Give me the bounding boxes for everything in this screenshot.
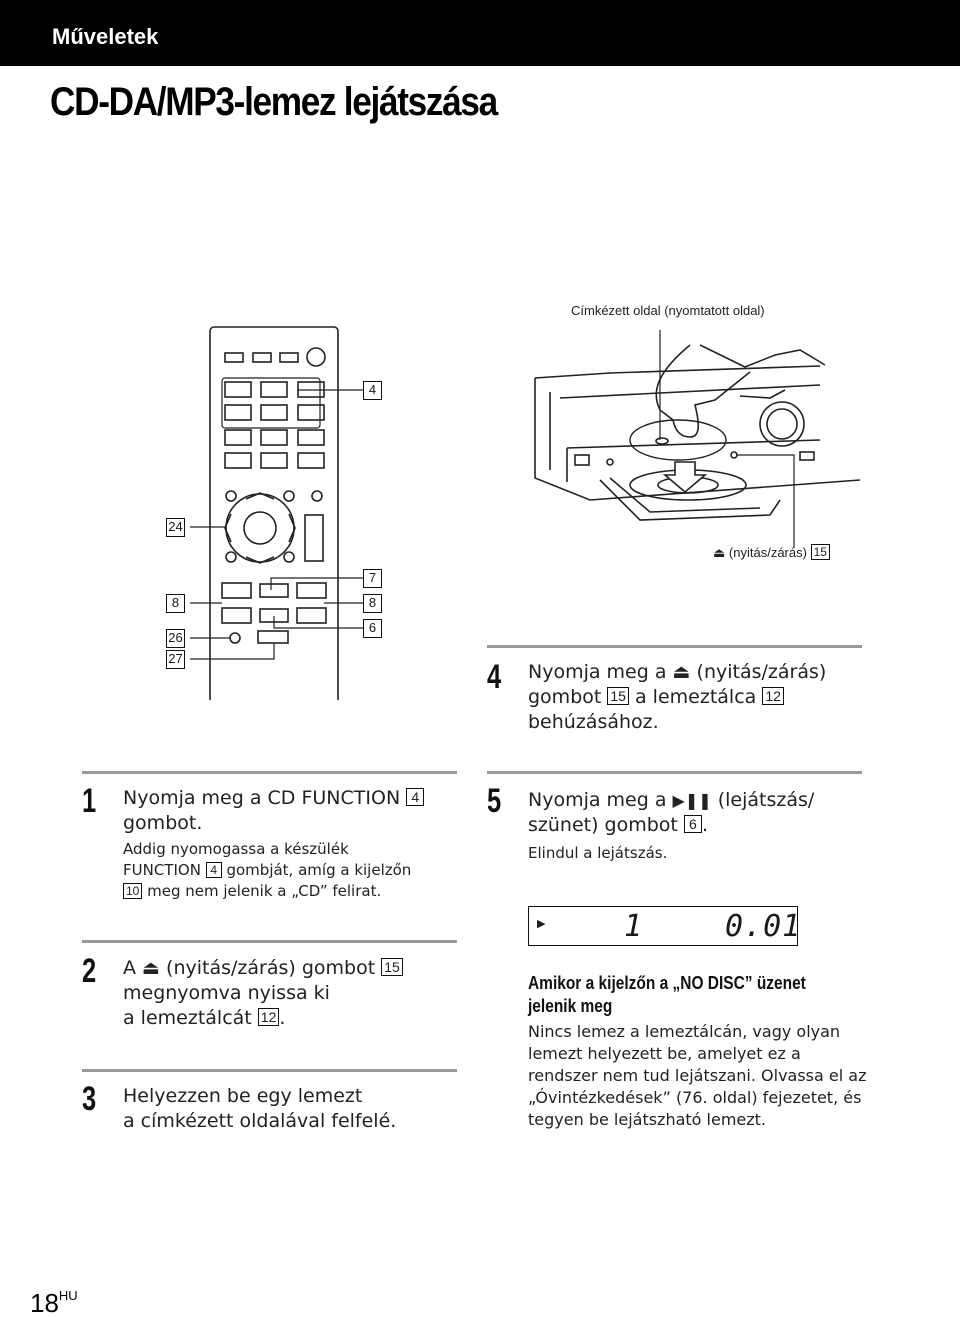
page-title: CD-DA/MP3-lemez lejátszása — [50, 80, 498, 124]
step-2-number: 2 — [82, 952, 97, 990]
illustration — [190, 326, 861, 700]
display-time: 0.01 — [725, 909, 802, 944]
arrow-down-icon — [662, 461, 708, 494]
label-6: 6 — [363, 619, 382, 638]
section-header-bar — [0, 0, 960, 66]
step-4-text: Nyomja meg a ⏏ (nyitás/zárás) gombot 15 … — [528, 661, 827, 733]
divider-step5 — [487, 771, 862, 774]
lcd-display: ▶ 1 0.01 — [528, 906, 802, 946]
label-26: 26 — [166, 629, 185, 648]
unit-drawing — [534, 344, 861, 521]
eject-icon: ⏏ — [713, 545, 726, 560]
step-5-text: Nyomja meg a ▶❚❚ (lejátszás/ szünet) gom… — [528, 789, 815, 836]
step-3-number: 3 — [82, 1080, 97, 1118]
step-2-text: A ⏏ (nyitás/zárás) gombot 15 megnyomva n… — [123, 956, 463, 1031]
callout-lines — [190, 389, 363, 660]
step-1-subtext: Addig nyomogassa a készülék FUNCTION 4 g… — [123, 840, 412, 900]
display-track: 1 — [624, 909, 643, 944]
label-27: 27 — [166, 650, 185, 669]
unit-callout-lines — [659, 330, 795, 548]
step-4-number: 4 — [487, 658, 502, 696]
label-4: 4 — [363, 381, 382, 400]
note-body: Nincs lemez a lemeztálcán, vagy olyan le… — [528, 1022, 867, 1129]
callout-label-side: Címkézett oldal (nyomtatott oldal) — [571, 303, 765, 318]
divider-step1 — [82, 771, 457, 774]
eject-icon: ⏏ — [672, 661, 691, 683]
step-1-number: 1 — [82, 782, 97, 820]
callout-eject: ⏏ (nyitás/zárás) 15 — [713, 544, 830, 561]
step-1-text: Nyomja meg a CD FUNCTION 4 gombot. — [123, 786, 463, 836]
note-title: Amikor a kijelzőn a „NO DISC” üzenet jel… — [528, 973, 806, 1016]
divider-step2 — [82, 940, 457, 943]
divider-step4 — [487, 645, 862, 648]
label-8-right: 8 — [363, 594, 382, 613]
section-header: Műveletek — [52, 24, 159, 49]
play-pause-icon: ▶❚❚ — [672, 791, 712, 810]
divider-step3 — [82, 1069, 457, 1072]
step-5-subtext: Elindul a lejátszás. — [528, 844, 668, 862]
eject-icon: ⏏ — [142, 957, 160, 979]
label-8-left: 8 — [166, 594, 185, 613]
page-number: 18HU — [30, 1288, 78, 1317]
label-24: 24 — [166, 518, 185, 537]
label-7: 7 — [363, 569, 382, 588]
remote-control-drawing — [209, 326, 339, 700]
step-3-text: Helyezzen be egy lemezt a címkézett olda… — [123, 1085, 397, 1132]
play-indicator-icon: ▶ — [537, 917, 546, 930]
step-5-number: 5 — [487, 782, 502, 820]
